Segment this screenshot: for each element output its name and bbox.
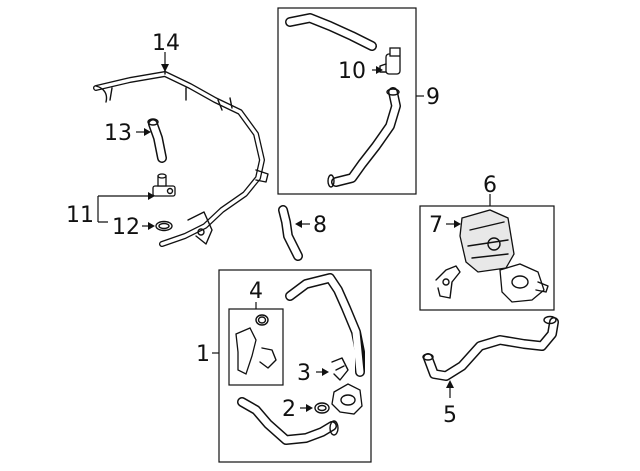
callout-4: 4 — [249, 279, 263, 304]
part-13-small-hose[interactable] — [147, 118, 167, 163]
callout-8: 8 — [313, 213, 327, 238]
callout-10: 10 — [338, 59, 366, 84]
callout-14: 14 — [152, 31, 180, 56]
part-11-bleeder-bracket[interactable] — [152, 173, 176, 197]
part-9-upper-hose[interactable] — [285, 13, 401, 188]
callout-12: 12 — [112, 215, 140, 240]
callout-5: 5 — [443, 403, 457, 428]
callout-3: 3 — [297, 361, 311, 386]
part-12-o-ring[interactable] — [155, 220, 173, 232]
part-4-connector[interactable] — [235, 314, 277, 375]
group-box-1 — [218, 269, 372, 463]
leaders — [97, 52, 491, 412]
part-6-bracket[interactable] — [435, 265, 461, 299]
group-box-9 — [277, 7, 417, 195]
part-14-coolant-tube[interactable] — [93, 65, 269, 247]
part-10-hose-connector[interactable] — [379, 47, 401, 75]
part-7-pump-insulator[interactable] — [459, 209, 515, 273]
callout-9: 9 — [426, 85, 440, 110]
part-2-o-ring[interactable] — [314, 402, 330, 414]
group-box-6 — [419, 205, 555, 311]
part-6-electric-pump[interactable] — [499, 263, 549, 303]
callout-2: 2 — [282, 397, 296, 422]
callout-7: 7 — [429, 213, 443, 238]
callout-1: 1 — [196, 342, 210, 367]
part-8-hose[interactable] — [278, 205, 303, 261]
callout-6: 6 — [483, 173, 497, 198]
callout-11: 11 — [66, 203, 94, 228]
callout-13: 13 — [104, 121, 132, 146]
part-3-clip[interactable] — [331, 357, 349, 381]
part-1-coolant-hose[interactable] — [237, 273, 365, 445]
part-5-hose[interactable] — [422, 315, 559, 381]
part-1-thermostat-housing[interactable] — [331, 383, 363, 415]
